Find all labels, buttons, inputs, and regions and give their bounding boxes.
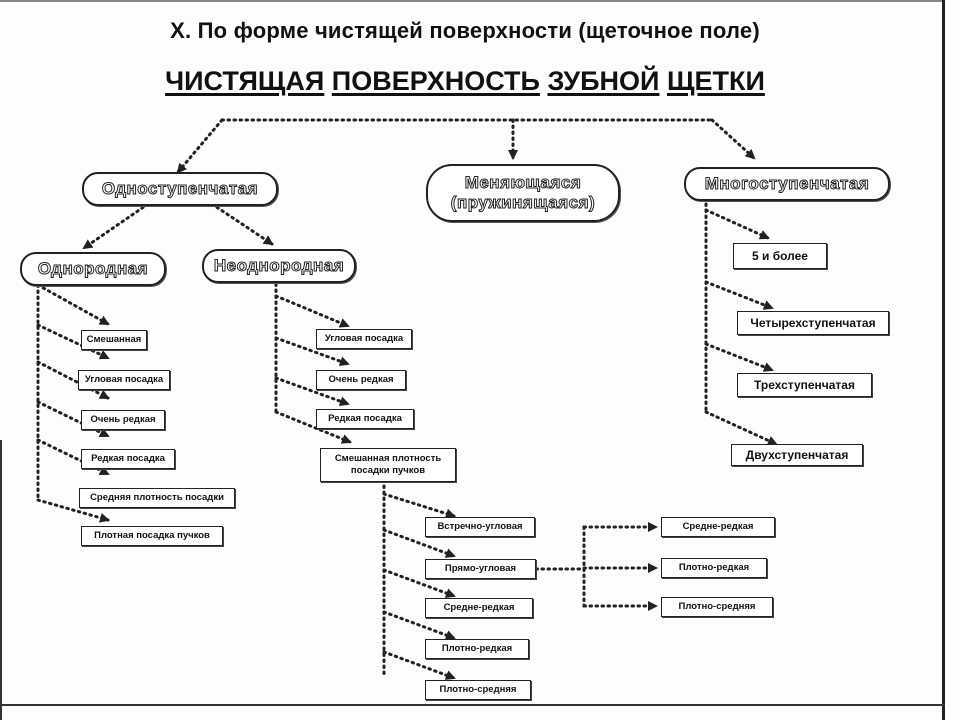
leaf-box: Плотная посадка пучков bbox=[81, 526, 223, 546]
connector bbox=[704, 342, 774, 372]
frame-bottom-border bbox=[0, 704, 945, 706]
connector bbox=[704, 208, 770, 240]
connector bbox=[274, 294, 350, 328]
main-heading: ЧИСТЯЩАЯ ПОВЕРХНОСТЬ ЗУБНОЙ ЩЕТКИ bbox=[0, 66, 930, 97]
leaf-box: Редкая посадка bbox=[81, 449, 175, 469]
connector bbox=[382, 528, 456, 558]
leaf-box: Очень редкая bbox=[316, 370, 406, 390]
connector bbox=[274, 336, 350, 366]
connector bbox=[176, 118, 224, 174]
frame-right-border bbox=[942, 0, 945, 720]
connector bbox=[382, 492, 456, 519]
frame-left-border bbox=[0, 440, 2, 720]
connector bbox=[382, 568, 456, 598]
connector bbox=[82, 202, 150, 250]
leaf-box: Плотно-средняя bbox=[425, 680, 531, 700]
leaf-box: 5 и более bbox=[733, 243, 827, 269]
leaf-box: Угловая посадка bbox=[78, 370, 170, 390]
heading-word: ЗУБНОЙ bbox=[547, 66, 660, 96]
connector bbox=[36, 283, 110, 326]
leaf-box: Средняя плотность посадки bbox=[79, 488, 235, 508]
connector bbox=[210, 202, 274, 246]
node-single-stage: Одноступенчатая bbox=[82, 172, 278, 206]
leaf-box: Прямо-угловая bbox=[425, 559, 536, 579]
heading-word: ЧИСТЯЩАЯ bbox=[165, 66, 325, 96]
connector bbox=[710, 118, 756, 160]
node-homogeneous: Однородная bbox=[20, 252, 166, 286]
leaf-box: Плотно-редкая bbox=[425, 639, 529, 659]
leaf-box: Смешанная плотность посадки пучков bbox=[320, 448, 456, 482]
node-changing: Меняющаяся (пружинящаяся) bbox=[426, 164, 620, 222]
connector bbox=[36, 400, 110, 438]
leaf-box: Встречно-угловая bbox=[425, 517, 535, 537]
leaf-box: Угловая посадка bbox=[316, 329, 412, 349]
heading-word: ПОВЕРХНОСТЬ bbox=[331, 66, 540, 96]
node-heterogeneous: Неоднородная bbox=[202, 249, 356, 283]
leaf-box: Смешанная bbox=[81, 330, 147, 350]
connector bbox=[704, 280, 774, 310]
connector bbox=[36, 323, 110, 360]
connector bbox=[382, 610, 456, 640]
connector bbox=[704, 410, 778, 446]
leaf-box: Плотно-средняя bbox=[661, 597, 773, 617]
connector bbox=[36, 360, 110, 400]
leaf-box: Трехступенчатая bbox=[737, 373, 872, 397]
connector bbox=[382, 650, 456, 680]
leaf-box: Средне-редкая bbox=[425, 598, 533, 618]
connector bbox=[274, 410, 352, 444]
page-title: X. По форме чистящей поверхности (щеточн… bbox=[170, 18, 760, 43]
node-multi-stage: Многоступенчатая bbox=[684, 167, 890, 201]
leaf-box: Плотно-редкая bbox=[661, 558, 767, 578]
frame-top-border bbox=[0, 0, 945, 2]
leaf-box: Очень редкая bbox=[81, 410, 165, 430]
leaf-box: Четырехступенчатая bbox=[737, 311, 889, 335]
leaf-box: Средне-редкая bbox=[661, 517, 775, 537]
leaf-box: Двухступенчатая bbox=[731, 444, 863, 466]
leaf-box: Редкая посадка bbox=[316, 409, 414, 429]
connector bbox=[36, 498, 110, 523]
heading-word: ЩЕТКИ bbox=[666, 66, 765, 96]
connector bbox=[274, 376, 350, 406]
